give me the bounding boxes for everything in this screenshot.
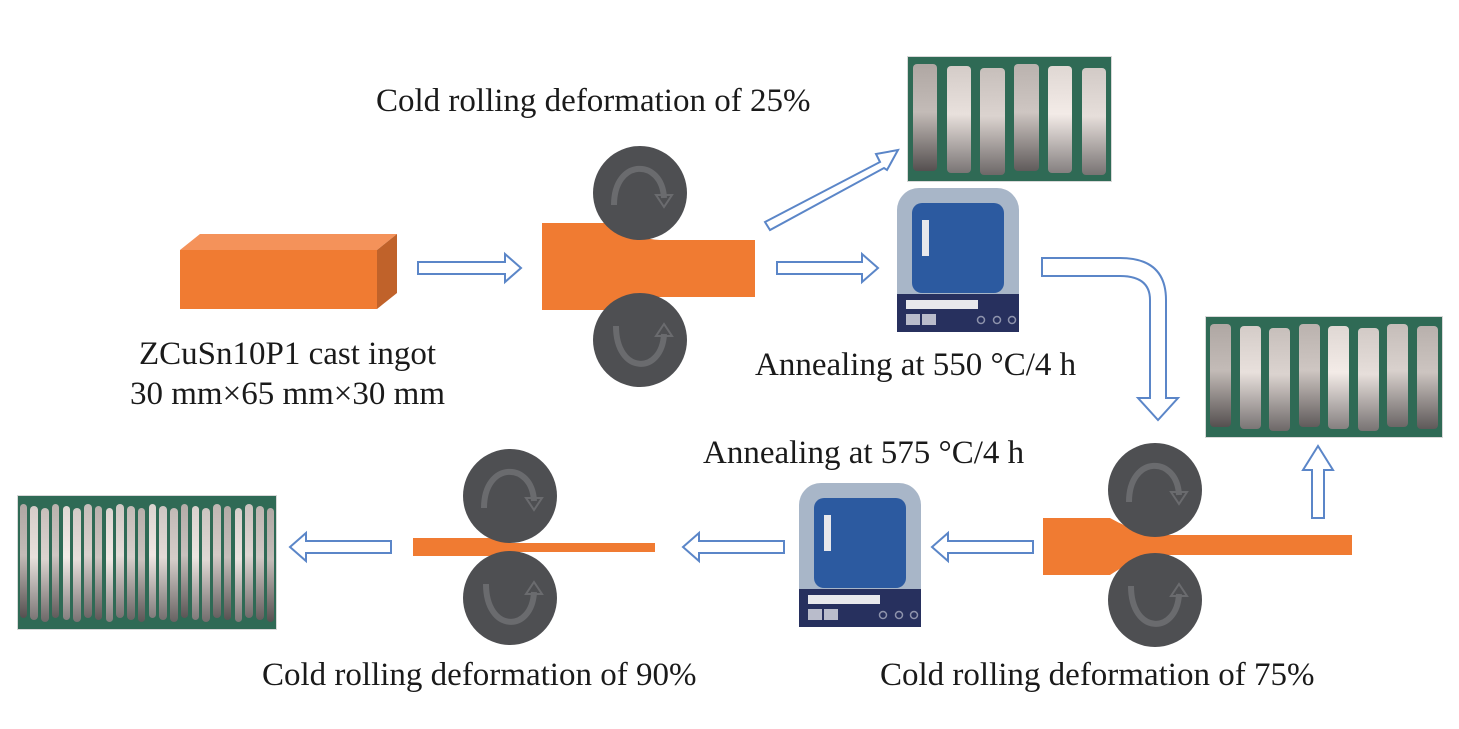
metal-strip	[180, 503, 189, 619]
metal-strip	[1328, 326, 1350, 430]
arrow-right-1	[417, 251, 523, 285]
metal-strip	[1048, 66, 1073, 174]
label-anneal-550: Annealing at 550 °C/4 h	[755, 347, 1077, 383]
label-rolling-75: Cold rolling deformation of 75%	[880, 657, 1315, 693]
arrow-right-2	[776, 251, 880, 285]
metal-strip	[223, 505, 232, 621]
label-rolling-25: Cold rolling deformation of 25%	[376, 83, 811, 119]
metal-strip	[980, 68, 1005, 176]
metal-strip	[1210, 324, 1232, 428]
arrow-up	[1301, 444, 1335, 519]
metal-strip	[213, 503, 221, 619]
metal-strip	[170, 507, 178, 623]
metal-strip	[51, 503, 60, 619]
arrow-left-3	[288, 530, 392, 564]
furnace-icon-575	[798, 482, 922, 628]
arrow-bent-down	[1041, 257, 1181, 422]
metal-strip	[245, 503, 253, 619]
metal-strip	[266, 507, 275, 623]
label-rolling-90: Cold rolling deformation of 90%	[262, 657, 697, 693]
label-ingot-dimensions: 30 mm×65 mm×30 mm	[130, 376, 445, 412]
metal-strip	[94, 505, 103, 621]
metal-strip	[73, 507, 81, 623]
sample-photo-75	[1205, 316, 1443, 438]
metal-strip	[30, 505, 38, 621]
metal-strip	[946, 66, 971, 174]
metal-strip	[62, 505, 71, 621]
arrow-left-1	[930, 530, 1034, 564]
metal-strip	[1357, 328, 1379, 432]
metal-strip	[137, 507, 146, 623]
metal-strip	[1014, 64, 1039, 172]
metal-strip	[234, 507, 243, 623]
label-anneal-575: Annealing at 575 °C/4 h	[703, 435, 1025, 471]
metal-strip	[256, 505, 264, 621]
metal-strip	[127, 505, 135, 621]
metal-strip	[116, 503, 124, 619]
label-ingot-name: ZCuSn10P1 cast ingot	[138, 336, 437, 372]
sample-photo-25	[907, 56, 1112, 182]
metal-strip	[1239, 326, 1261, 430]
metal-strip	[1081, 68, 1107, 176]
metal-strip	[912, 64, 938, 172]
metal-strip	[202, 507, 210, 623]
arrow-left-2	[681, 530, 785, 564]
metal-strip	[105, 507, 114, 623]
metal-strip	[148, 503, 157, 619]
metal-strip	[191, 505, 200, 621]
metal-strip	[1269, 328, 1291, 432]
rolling-mill-75	[1043, 443, 1352, 647]
metal-strip	[1416, 326, 1438, 430]
metal-strip	[19, 503, 28, 619]
metal-strip	[1298, 324, 1320, 428]
arrow-diagonal-up	[763, 148, 900, 232]
metal-strip	[41, 507, 49, 623]
metal-strip	[159, 505, 167, 621]
cast-ingot	[180, 234, 397, 309]
furnace-icon-550	[896, 187, 1020, 333]
metal-strip	[1387, 324, 1409, 428]
rolling-mill-90	[413, 449, 655, 645]
sample-photo-90	[17, 495, 277, 630]
rolling-mill-25	[542, 146, 755, 387]
metal-strip	[84, 503, 92, 619]
